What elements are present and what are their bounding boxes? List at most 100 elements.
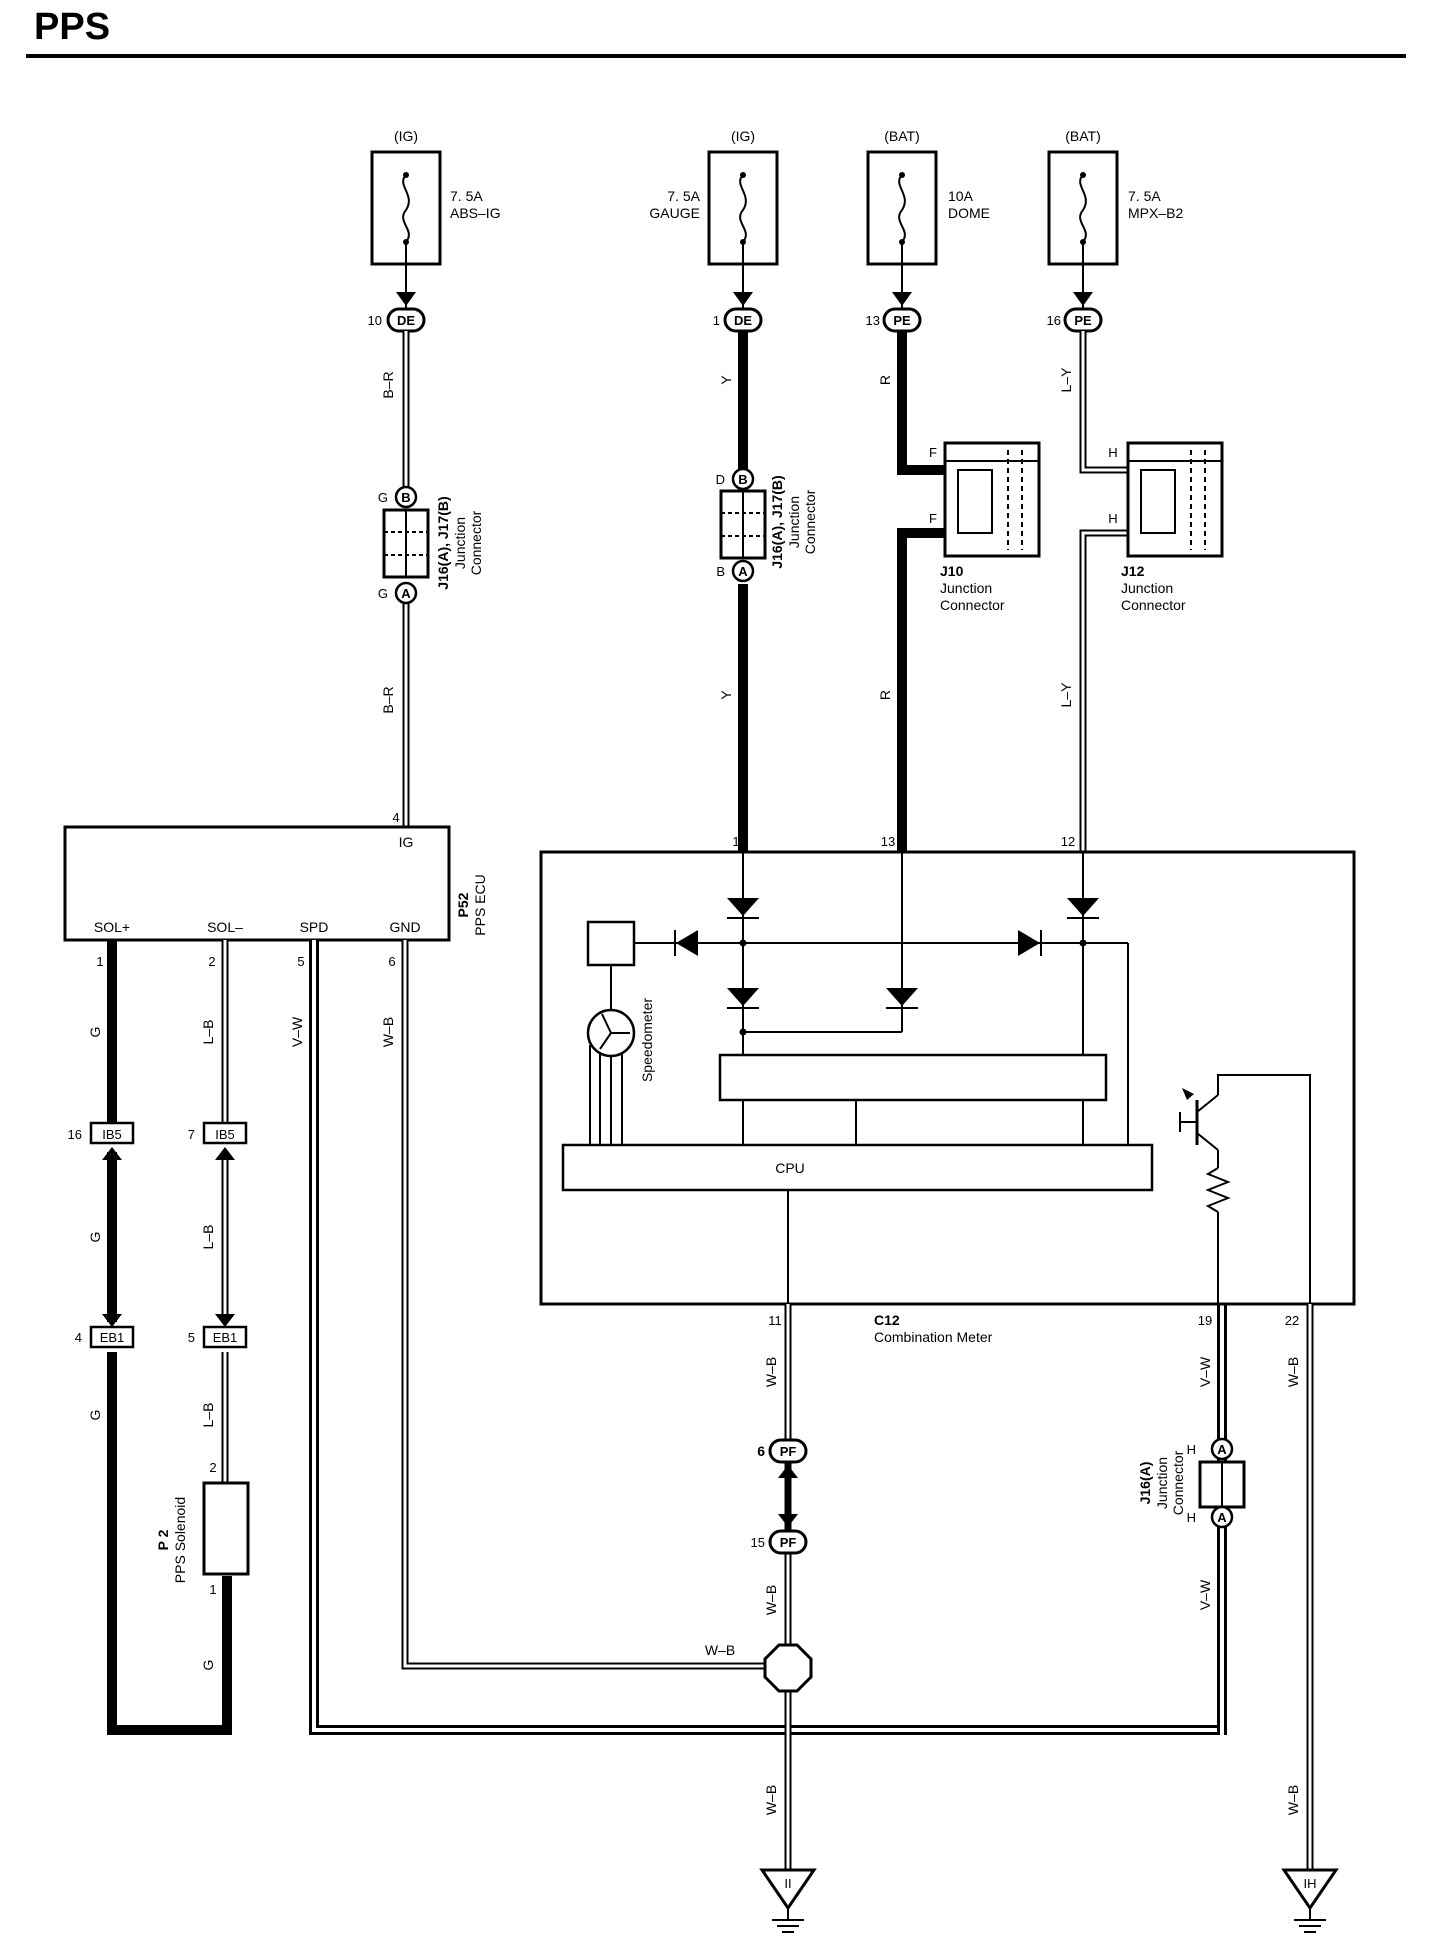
pin-number: 7 xyxy=(188,1127,195,1142)
wire-color-label: R xyxy=(877,375,893,385)
title-rule xyxy=(26,54,1406,58)
wire-color-label: W–B xyxy=(763,1585,779,1615)
pin-letter: D xyxy=(716,472,725,487)
pin-letter: G xyxy=(378,586,388,601)
pin-number: 15 xyxy=(751,1535,765,1550)
ecu-terminal-pin: 6 xyxy=(388,954,395,969)
ground-ii-icon: II xyxy=(759,1868,817,1933)
solenoid-name: PPS Solenoid xyxy=(172,1497,188,1583)
pin-number: 1 xyxy=(713,313,720,328)
meter-name: Combination Meter xyxy=(874,1329,993,1345)
pin-number: 16 xyxy=(68,1127,82,1142)
ground-ih-icon: IH xyxy=(1281,1868,1339,1933)
connector-tag: A xyxy=(1217,1510,1227,1525)
combination-meter: 1 13 12 11 19 22 C12 Combination Meter xyxy=(539,834,1356,1345)
wire-l-b-sol xyxy=(215,940,235,1482)
connector-ib5-7: 7 IB5 xyxy=(188,1121,248,1145)
page-title: PPS xyxy=(34,6,111,48)
pin-number: 10 xyxy=(368,313,382,328)
speedometer-label: Speedometer xyxy=(639,998,655,1082)
fuse-source: (BAT) xyxy=(1065,128,1101,144)
wire-color-label: W–B xyxy=(1285,1357,1301,1387)
pin-letter: G xyxy=(378,490,388,505)
wire-labels-top: B–R B–R Y Y R R L–Y L–Y xyxy=(380,367,1074,714)
connector-tag: B xyxy=(401,490,410,505)
fuse-source: (IG) xyxy=(394,128,418,144)
wire-color-label: G xyxy=(200,1660,216,1671)
fuse-rating: 7. 5A xyxy=(1128,188,1161,204)
pin-letter: H xyxy=(1108,445,1117,460)
wire-color-label: G xyxy=(87,1027,103,1038)
connector-code: PE xyxy=(893,313,911,328)
connector-code: DE xyxy=(397,313,415,328)
wire-color-label: V–W xyxy=(1197,1579,1213,1610)
junction-connector-j10: F F J10 Junction Connector xyxy=(929,441,1041,613)
wire-color-label: L–B xyxy=(200,1403,216,1428)
junction-desc: Junction xyxy=(940,580,992,596)
solenoid-pin: 2 xyxy=(209,1460,216,1475)
pin-number: 16 xyxy=(1047,313,1061,328)
connector-pf-15: 15 PF xyxy=(751,1529,808,1555)
pin-letter: F xyxy=(929,511,937,526)
fuse-name: ABS–IG xyxy=(450,205,501,221)
connector-tag: B xyxy=(738,472,747,487)
fuse-name: MPX–B2 xyxy=(1128,205,1183,221)
wire-color-label: W–B xyxy=(380,1017,396,1047)
meter-pin: 13 xyxy=(881,834,895,849)
connector-code: PE xyxy=(1074,313,1092,328)
connector-tag: A xyxy=(1217,1442,1227,1457)
wire-color-label: Y xyxy=(718,375,734,385)
pin-letter: H xyxy=(1187,1510,1196,1525)
connector-eb1-4: 4 EB1 xyxy=(75,1325,135,1349)
meter-pin: 1 xyxy=(732,834,739,849)
connector-code: IB5 xyxy=(102,1127,122,1142)
connector-code: IB5 xyxy=(215,1127,235,1142)
connector-ib5-16: 16 IB5 xyxy=(68,1121,135,1145)
wire-color-label: V–W xyxy=(1197,1356,1213,1387)
connector-pe-13: 13 PE xyxy=(866,307,922,333)
junction-desc: Connector xyxy=(1170,1450,1186,1515)
connector-tag: A xyxy=(738,564,748,579)
fuse-mpx-b2: (BAT) 7. 5A MPX–B2 xyxy=(1047,128,1183,266)
fuse-leads xyxy=(396,242,1093,308)
connector-de-1: 1 DE xyxy=(713,307,763,333)
wire-color-label: G xyxy=(87,1232,103,1243)
ecu-name: PPS ECU xyxy=(472,874,488,935)
junction-connector-j16-right: H A H A J16(A) Junction Connector xyxy=(1137,1437,1246,1529)
pin-letter: H xyxy=(1187,1442,1196,1457)
junction-desc: Junction xyxy=(452,517,468,569)
pin-letter: H xyxy=(1108,511,1117,526)
cpu-label: CPU xyxy=(775,1160,805,1176)
connector-de-10: 10 DE xyxy=(368,307,426,333)
pin-letter: F xyxy=(929,445,937,460)
wire-color-label: G xyxy=(87,1410,103,1421)
wire-color-label: W–B xyxy=(1285,1785,1301,1815)
ecu-terminal-pin: 5 xyxy=(297,954,304,969)
connector-pf-6: 6 PF xyxy=(757,1438,808,1464)
pin-number: 13 xyxy=(866,313,880,328)
fuse-abs-ig: (IG) 7. 5A ABS–IG xyxy=(370,128,501,266)
junction-name: J10 xyxy=(940,563,964,579)
connector-pe-16: 16 PE xyxy=(1047,307,1103,333)
ground-label: IH xyxy=(1304,1876,1317,1891)
wire-color-label: L–Y xyxy=(1058,367,1074,393)
ecu-terminal-label: SOL– xyxy=(207,919,243,935)
wire-color-label: L–B xyxy=(200,1225,216,1250)
wire-color-label: B–R xyxy=(380,686,396,713)
junction-connector-j12: H H J12 Junction Connector xyxy=(1108,441,1224,613)
wire-color-label: W–B xyxy=(705,1642,735,1658)
connector-code: PF xyxy=(780,1535,797,1550)
wire-color-label: B–R xyxy=(380,371,396,398)
junction-desc: Connector xyxy=(940,597,1005,613)
connector-code: EB1 xyxy=(213,1330,238,1345)
fuse-source: (BAT) xyxy=(884,128,920,144)
wire-w-b-meter-11 xyxy=(778,1304,798,1870)
meter-pin: 22 xyxy=(1285,1313,1299,1328)
wire-color-label: V–W xyxy=(289,1016,305,1047)
ecu-terminal-pin: 1 xyxy=(96,954,103,969)
wire-color-label: W–B xyxy=(763,1785,779,1815)
pin-number: 5 xyxy=(188,1330,195,1345)
splice-point xyxy=(763,1643,813,1693)
solenoid-code: P 2 xyxy=(155,1529,171,1550)
